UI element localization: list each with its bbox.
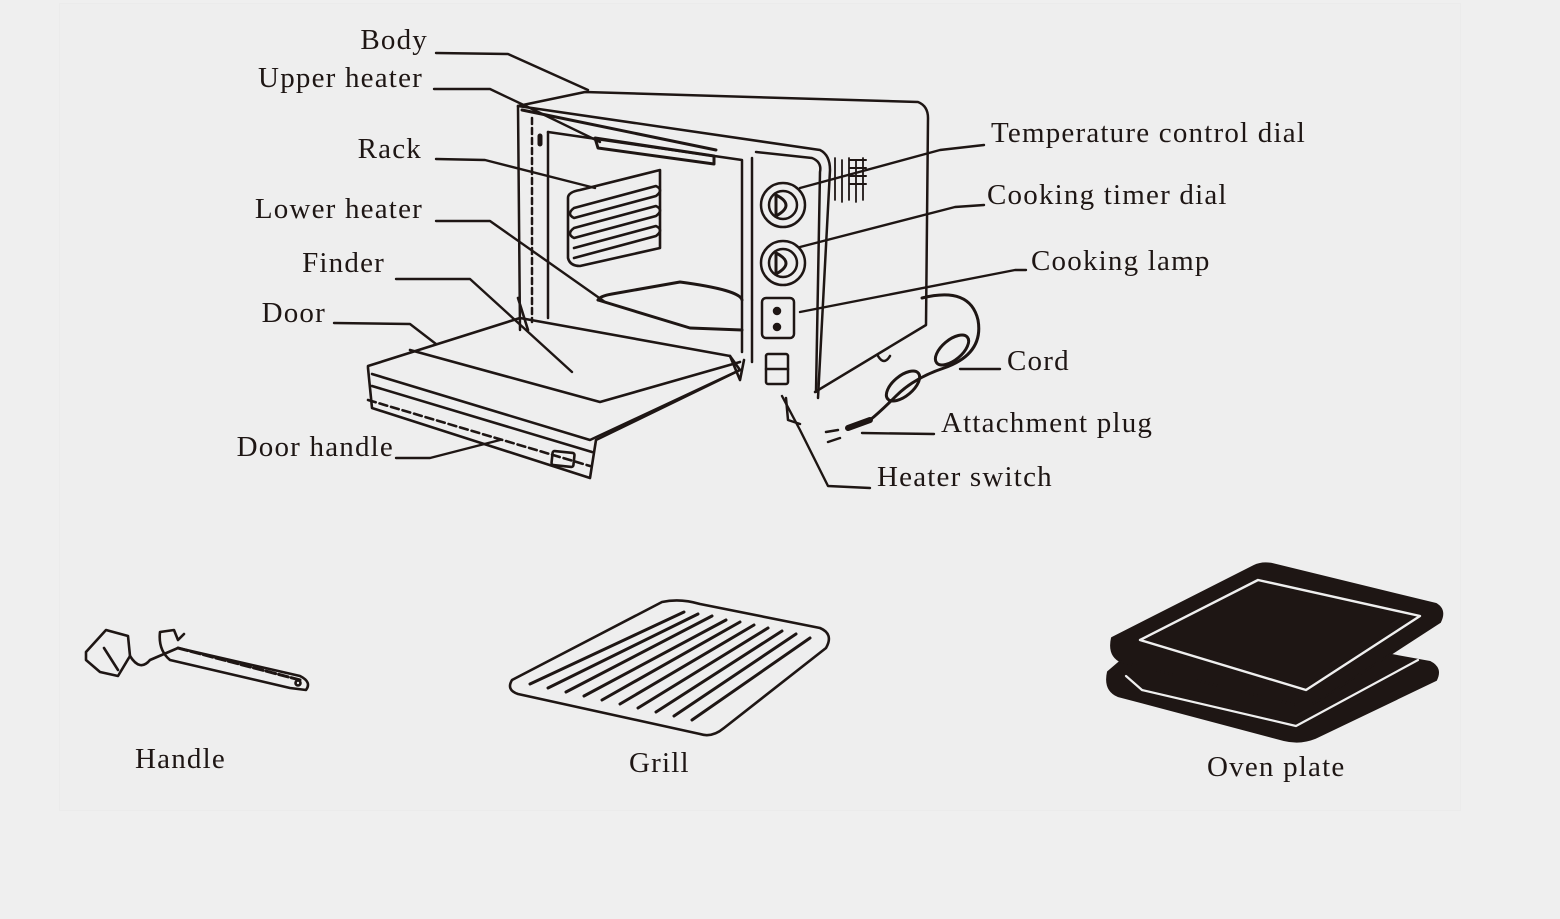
label-temperature-control-dial: Temperature control dial	[991, 117, 1307, 149]
label-finder: Finder	[302, 247, 385, 279]
leader-temperature-control-dial	[798, 143, 986, 190]
label-attachment-plug: Attachment plug	[941, 407, 1154, 439]
leader-cooking-timer-dial	[798, 203, 986, 249]
label-cord: Cord	[1007, 345, 1070, 377]
oven-body	[516, 90, 930, 426]
oven-plate-illustration	[1106, 562, 1444, 743]
label-door-handle: Door handle	[236, 431, 394, 463]
label-body: Body	[360, 24, 428, 56]
oven-door	[366, 296, 746, 480]
handle-illustration	[84, 628, 310, 692]
leader-upper-heater	[432, 87, 602, 144]
leader-cooking-lamp	[798, 268, 1028, 314]
oven-control-panel	[754, 150, 822, 394]
label-handle: Handle	[135, 743, 226, 775]
label-cooking-lamp: Cooking lamp	[1031, 245, 1211, 277]
leader-door	[332, 321, 438, 346]
label-cooking-timer-dial: Cooking timer dial	[987, 179, 1228, 211]
leader-attachment-plug	[860, 431, 936, 436]
leader-lines	[332, 51, 1028, 490]
leader-heater-switch	[780, 394, 872, 490]
label-oven-plate: Oven plate	[1207, 751, 1346, 783]
label-door: Door	[261, 297, 326, 329]
leader-door-handle	[394, 438, 502, 460]
label-upper-heater: Upper heater	[258, 62, 423, 94]
oven-rack	[566, 168, 662, 268]
label-lower-heater: Lower heater	[254, 193, 423, 225]
grill-illustration	[508, 599, 831, 737]
label-grill: Grill	[629, 747, 690, 779]
leader-lower-heater	[434, 219, 607, 304]
leader-body	[434, 51, 590, 92]
leader-finder	[394, 277, 574, 374]
label-heater-switch: Heater switch	[877, 461, 1053, 493]
oven-cord	[824, 293, 981, 444]
label-rack: Rack	[357, 133, 422, 165]
leader-rack	[434, 157, 597, 190]
oven-illustration	[366, 90, 981, 480]
